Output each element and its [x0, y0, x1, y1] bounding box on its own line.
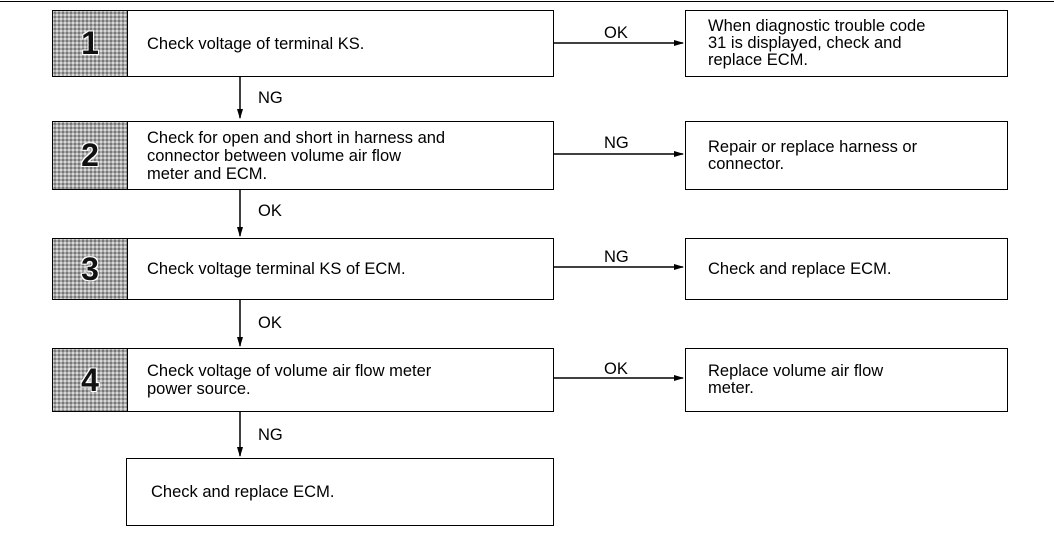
step-2-box: 2 Check for open and short in harness an…: [52, 121, 554, 190]
result-2-box: Repair or replace harness or connector.: [685, 121, 1008, 190]
result-3-box: Check and replace ECM.: [685, 238, 1008, 300]
final-text: Check and replace ECM.: [151, 482, 335, 501]
step-1-box: 1 Check voltage of terminal KS.: [52, 10, 554, 77]
step-3-box: 3 Check voltage terminal KS of ECM.: [52, 238, 554, 300]
step-2-number: 2: [53, 122, 128, 189]
step-3-text: Check voltage terminal KS of ECM.: [147, 260, 406, 278]
result-4-text: Replace volume air flow meter.: [708, 362, 884, 397]
branch-3-label: NG: [604, 248, 629, 266]
transition-3-label: OK: [258, 314, 282, 332]
result-1-text: When diagnostic trouble code 31 is displ…: [708, 17, 926, 69]
transition-4-label: NG: [258, 426, 283, 444]
branch-2-label: NG: [604, 134, 629, 152]
final-box: Check and replace ECM.: [126, 458, 554, 526]
branch-1-label: OK: [604, 24, 628, 42]
step-4-text: Check voltage of volume air flow meter p…: [147, 362, 432, 398]
step-4-number: 4: [53, 349, 128, 411]
top-rule: [0, 1, 1054, 2]
step-4-box: 4 Check voltage of volume air flow meter…: [52, 348, 554, 412]
result-2-text: Repair or replace harness or connector.: [708, 137, 918, 173]
branch-4-label: OK: [604, 360, 628, 378]
result-3-text: Check and replace ECM.: [708, 259, 892, 278]
step-1-text: Check voltage of terminal KS.: [147, 34, 365, 53]
result-1-box: When diagnostic trouble code 31 is displ…: [685, 10, 1008, 77]
result-4-box: Replace volume air flow meter.: [685, 348, 1008, 412]
step-1-number: 1: [53, 11, 128, 76]
transition-1-label: NG: [258, 89, 283, 107]
transition-2-label: OK: [258, 202, 282, 220]
step-3-number: 3: [53, 239, 128, 299]
step-2-text: Check for open and short in harness and …: [147, 128, 446, 183]
